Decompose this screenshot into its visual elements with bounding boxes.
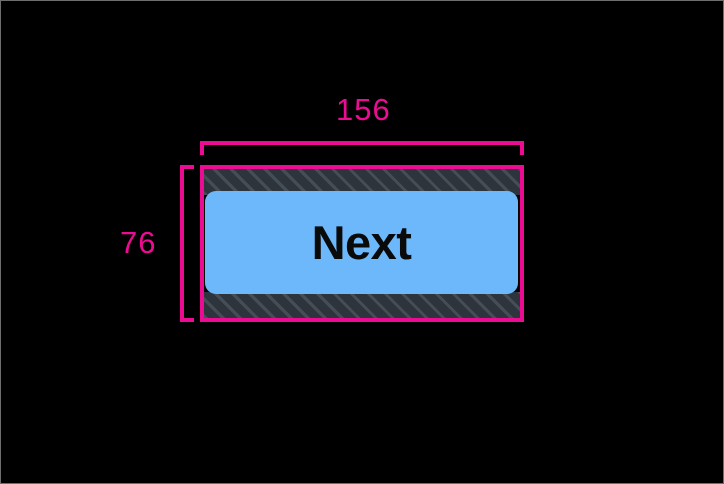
element-inner-region bbox=[204, 169, 520, 318]
width-bracket-span bbox=[200, 141, 524, 145]
next-button[interactable]: Next bbox=[205, 191, 518, 294]
padding-hatch-bottom bbox=[204, 292, 520, 318]
height-bracket-tick-bottom bbox=[180, 318, 194, 322]
width-bracket-tick-left bbox=[200, 141, 204, 155]
width-dimension-label: 156 bbox=[336, 92, 391, 127]
next-button-label: Next bbox=[311, 216, 412, 269]
width-bracket-tick-right bbox=[520, 141, 524, 155]
height-dimension-label: 76 bbox=[120, 225, 157, 260]
height-bracket-span bbox=[180, 165, 184, 322]
height-dimension-bracket bbox=[180, 165, 194, 322]
height-bracket-tick-top bbox=[180, 165, 194, 169]
element-highlight-box: Next bbox=[200, 165, 524, 322]
width-dimension-bracket bbox=[200, 141, 524, 155]
padding-hatch-top bbox=[204, 169, 520, 195]
